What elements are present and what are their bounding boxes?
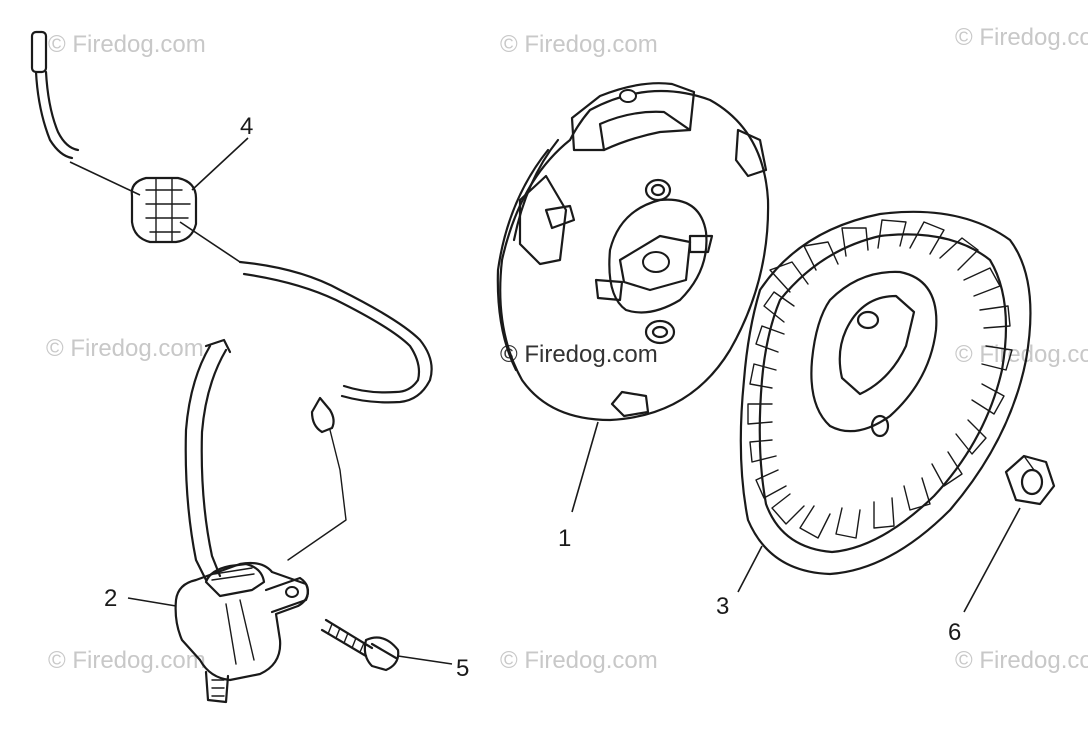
part-1-flywheel — [496, 82, 770, 422]
watermark-bottom-center: © Firedog.com — [500, 647, 658, 674]
callout-2: 2 — [104, 585, 117, 612]
part-2-ignition-coil — [174, 338, 310, 704]
watermark-mid-right: © Firedog.com — [955, 341, 1088, 368]
watermark-top-left: © Firedog.com — [48, 31, 206, 58]
leader-5 — [397, 655, 453, 665]
watermark-bottom-right: © Firedog.com — [955, 647, 1088, 674]
watermark-top-right: © Firedog.com — [955, 24, 1088, 51]
part-4-wire-clip — [130, 176, 198, 244]
part-6-nut — [1004, 454, 1056, 506]
leader-6 — [963, 507, 1021, 613]
part-3-fan — [739, 210, 1032, 576]
leader-1 — [571, 421, 599, 513]
callout-labels: 4 2 5 1 3 6 — [104, 113, 961, 682]
watermark-mid-left: © Firedog.com — [46, 335, 204, 362]
callout-5: 5 — [456, 655, 469, 682]
callout-4: 4 — [240, 113, 253, 140]
spark-plug-wire — [30, 30, 433, 561]
part-5-bolt — [320, 618, 400, 672]
watermark-bottom-left: © Firedog.com — [48, 647, 206, 674]
leader-4 — [191, 137, 249, 191]
leader-lines — [127, 137, 1021, 665]
watermarks: © Firedog.com © Firedog.com © Firedog.co… — [46, 24, 1088, 674]
callout-6: 6 — [948, 619, 961, 646]
watermark-top-center: © Firedog.com — [500, 31, 658, 58]
leader-3 — [737, 545, 763, 593]
callout-1: 1 — [558, 525, 571, 552]
callout-3: 3 — [716, 593, 729, 620]
watermark-center: © Firedog.com — [500, 341, 658, 368]
leader-2 — [127, 597, 177, 607]
